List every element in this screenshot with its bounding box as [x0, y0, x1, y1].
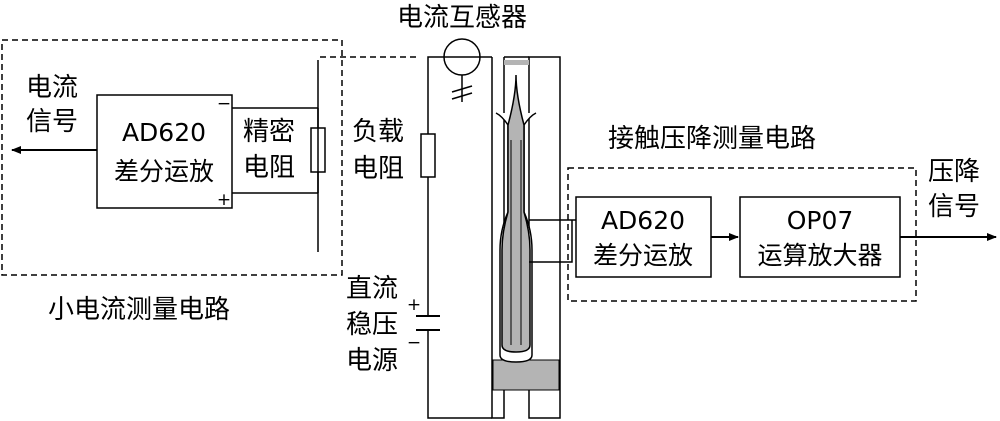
load-resistor	[420, 133, 436, 178]
ad620-right-line1: AD620	[601, 206, 685, 235]
precision-resistor-label-1: 精密	[243, 117, 295, 147]
ct-hatch-1	[451, 85, 473, 93]
voltage-drop-signal-label-2: 信号	[928, 192, 980, 222]
ad620-left-plus-sign: +	[217, 190, 231, 210]
dc-source-plus-sign: +	[407, 295, 421, 315]
op07-line2: 运算放大器	[757, 241, 882, 270]
current-signal-label-1: 电流	[26, 73, 78, 103]
contact-pin-core	[510, 140, 522, 345]
current-signal-label-2: 信号	[26, 107, 78, 137]
ad620-right-line2: 差分运放	[593, 241, 693, 270]
dc-source-label-1: 直流	[346, 274, 398, 304]
load-resistor-label-2: 电阻	[352, 154, 404, 184]
precision-resistor-label-2: 电阻	[243, 153, 295, 183]
current-transformer-label: 电流互感器	[397, 3, 527, 33]
op07-line1: OP07	[787, 206, 854, 235]
small-current-title: 小电流测量电路	[48, 295, 230, 325]
main-loop-wire	[427, 56, 492, 419]
ad620-amp-left-box	[96, 94, 233, 209]
contact-pin-inner	[501, 74, 531, 353]
ct-hatch-2	[451, 92, 473, 100]
dc-source-label-2: 稳压	[346, 310, 398, 340]
dc-source-minus-sign: −	[407, 333, 421, 353]
contact-drop-circuit-box	[567, 167, 917, 302]
ad620-left-line1: AD620	[122, 118, 206, 147]
precision-resistor-wires	[232, 107, 319, 194]
load-resistor-label-1: 负载	[352, 117, 404, 147]
small-current-circuit-box	[1, 39, 343, 276]
contact-gray-fill-top	[504, 60, 529, 65]
voltage-drop-signal-label-1: 压降	[928, 157, 980, 187]
ad620-left-line2: 差分运放	[114, 157, 214, 186]
contact-gray-fill-bottom	[492, 359, 560, 391]
probe-wires	[529, 219, 576, 263]
contact-drop-title: 接触压降测量电路	[608, 124, 816, 154]
dc-source-label-3: 电源	[346, 346, 398, 376]
ad620-left-minus-sign: −	[217, 94, 231, 114]
